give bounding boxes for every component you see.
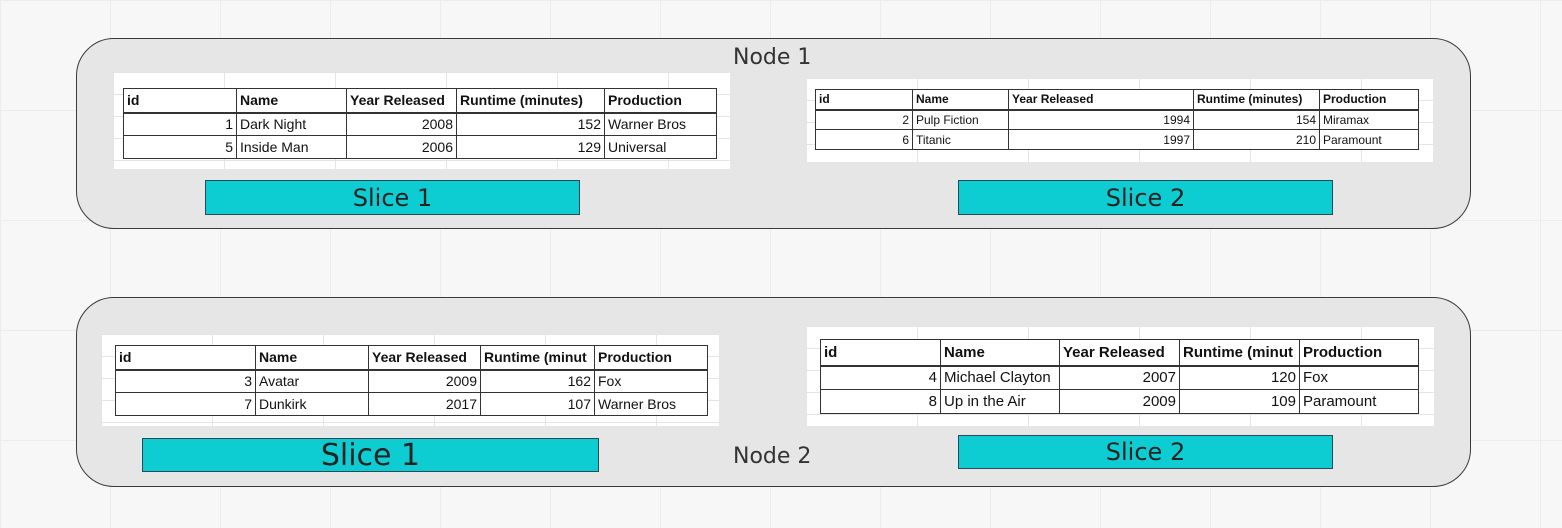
cell-runtime: 120: [1179, 365, 1300, 390]
node-1-slice-1-bar[interactable]: Slice 1: [205, 180, 580, 215]
table-row: 8 Up in the Air 2009 109 Paramount: [820, 389, 1419, 414]
cell-name: Avatar: [255, 369, 369, 393]
node-2-slice-2-bar[interactable]: Slice 2: [958, 435, 1333, 469]
column-header-runtime: Runtime (minutes): [1193, 89, 1320, 110]
cell-name: Inside Man: [236, 135, 347, 159]
column-header-year: Year Released: [368, 345, 481, 370]
cell-runtime: 154: [1193, 109, 1320, 130]
column-header-production: Production: [594, 345, 708, 370]
cell-production: Paramount: [1319, 129, 1419, 150]
cell-id: 3: [115, 369, 256, 393]
column-header-runtime: Runtime (minutes): [456, 88, 605, 113]
column-header-runtime: Runtime (minut: [1179, 339, 1300, 366]
cell-production: Warner Bros: [604, 112, 717, 136]
column-header-year: Year Released: [1008, 89, 1194, 110]
table-row: 5 Inside Man 2006 129 Universal: [123, 135, 717, 159]
table-row: 4 Michael Clayton 2007 120 Fox: [820, 365, 1419, 390]
cell-name: Pulp Fiction: [912, 109, 1009, 130]
cell-year: 1997: [1008, 129, 1194, 150]
table-row: 2 Pulp Fiction 1994 154 Miramax: [815, 109, 1419, 130]
cell-id: 2: [815, 109, 913, 130]
cell-year: 2007: [1059, 365, 1180, 390]
cell-runtime: 129: [456, 135, 605, 159]
table-row: 6 Titanic 1997 210 Paramount: [815, 129, 1419, 150]
cell-id: 7: [115, 392, 256, 416]
cell-year: 2006: [346, 135, 457, 159]
cell-runtime: 152: [456, 112, 605, 136]
column-header-name: Name: [912, 89, 1009, 110]
column-header-runtime: Runtime (minut: [480, 345, 595, 370]
node-2-label: Node 2: [733, 444, 812, 469]
cell-id: 4: [820, 365, 941, 390]
column-header-name: Name: [236, 88, 347, 113]
cell-name: Michael Clayton: [940, 365, 1060, 390]
column-header-production: Production: [1319, 89, 1419, 110]
column-header-production: Production: [1299, 339, 1419, 366]
cell-production: Universal: [604, 135, 717, 159]
cell-runtime: 107: [480, 392, 595, 416]
node-2-slice-1-bar[interactable]: Slice 1: [142, 438, 599, 473]
column-header-id: id: [815, 89, 913, 110]
cell-production: Paramount: [1299, 389, 1419, 414]
cell-id: 8: [820, 389, 941, 414]
cell-production: Miramax: [1319, 109, 1419, 130]
cell-name: Dunkirk: [255, 392, 369, 416]
cell-id: 5: [123, 135, 237, 159]
cell-runtime: 162: [480, 369, 595, 393]
cell-name: Up in the Air: [940, 389, 1060, 414]
cell-production: Fox: [1299, 365, 1419, 390]
cell-year: 2009: [368, 369, 481, 393]
node-1-slice-1-table: id Name Year Released Runtime (minutes) …: [123, 88, 717, 159]
node-1-slice-2-table: id Name Year Released Runtime (minutes) …: [815, 89, 1419, 150]
column-header-name: Name: [940, 339, 1060, 366]
column-header-id: id: [115, 345, 256, 370]
column-header-production: Production: [604, 88, 717, 113]
table-row: 1 Dark Night 2008 152 Warner Bros: [123, 112, 717, 136]
node-2-slice-2-table: id Name Year Released Runtime (minut Pro…: [820, 339, 1419, 414]
cell-year: 2017: [368, 392, 481, 416]
column-header-id: id: [123, 88, 237, 113]
cell-year: 1994: [1008, 109, 1194, 130]
cell-runtime: 210: [1193, 129, 1320, 150]
node-2-slice-1-table: id Name Year Released Runtime (minut Pro…: [115, 345, 708, 416]
table-row: 3 Avatar 2009 162 Fox: [115, 369, 708, 393]
cell-name: Dark Night: [236, 112, 347, 136]
cell-production: Warner Bros: [594, 392, 708, 416]
cell-year: 2008: [346, 112, 457, 136]
cell-id: 6: [815, 129, 913, 150]
cell-id: 1: [123, 112, 237, 136]
column-header-year: Year Released: [1059, 339, 1180, 366]
cell-runtime: 109: [1179, 389, 1300, 414]
cell-year: 2009: [1059, 389, 1180, 414]
cell-production: Fox: [594, 369, 708, 393]
node-1-label: Node 1: [733, 45, 812, 70]
column-header-id: id: [820, 339, 941, 366]
column-header-name: Name: [255, 345, 369, 370]
cell-name: Titanic: [912, 129, 1009, 150]
table-row: 7 Dunkirk 2017 107 Warner Bros: [115, 392, 708, 416]
column-header-year: Year Released: [346, 88, 457, 113]
node-1-slice-2-bar[interactable]: Slice 2: [958, 180, 1333, 215]
